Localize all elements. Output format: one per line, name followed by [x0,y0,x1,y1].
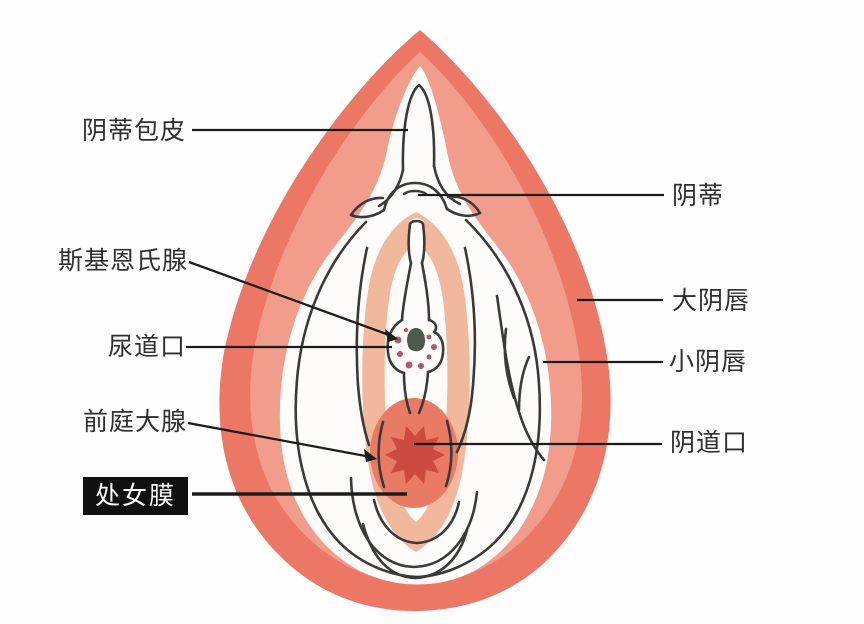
label-urethral-opening: 尿道口 [107,332,186,361]
clitoral-hood-outline [401,83,436,172]
hymen-shape [385,426,445,484]
label-vaginal-opening: 阴道口 [670,428,749,457]
frenulum-right-a [445,207,482,218]
vaginal-rim-arc-left [377,420,386,489]
skene-dot [397,351,403,357]
frenulum-left-b [349,196,385,217]
frenulum-left-a [349,208,386,219]
vestibule-neck-right [417,370,430,415]
leader-arrow-bartholin [364,449,377,462]
vestibule-wall-right [455,246,477,454]
leader-skene-gland [188,260,393,338]
urethral-opening-mark [407,328,425,352]
label-labia-majora: 大阴唇 [672,286,751,315]
label-hymen: 处女膜 [82,477,188,515]
clitoris-glans-notch [402,189,428,196]
urethra-tube-left [407,222,413,265]
skene-dot [405,361,413,369]
urethra-tube-right [420,222,426,265]
urethra-duct-right [420,261,431,322]
label-clitoris: 阴蒂 [672,181,725,210]
label-skene-gland: 斯基恩氏腺 [57,246,188,275]
fourchette-fold-2 [349,476,479,569]
fourchette-fold-3 [361,522,469,580]
label-bartholin-gland: 前庭大腺 [82,407,187,436]
urethra-tube-top [408,219,425,226]
vestibule-wall-left [355,246,371,447]
vulva-interior-region [279,66,552,585]
urethra-channel-fill [408,218,425,264]
vaginal-rim-arc-right [444,419,453,488]
urethral-area-outline-left [386,318,406,375]
vestibule-neck-left [402,371,412,415]
skene-dot [426,334,432,340]
clitoral-hood-right-fold [432,164,462,206]
label-labia-minora: 小阴唇 [669,347,748,376]
right-labium-crease-branch1 [503,327,516,400]
leader-bartholin-gland [187,421,372,459]
labia-minora-outline-left [294,220,419,579]
skene-dot [431,344,437,350]
frenulum-right-b [446,195,482,215]
skene-dot [404,328,408,332]
leader-lines [186,128,664,496]
urethral-area-outline-right [426,318,445,374]
fourchette-fold-1 [372,498,461,545]
leader-arrow-skene [385,329,398,342]
clitoris-glans-outline [382,181,449,212]
urethra-duct-left [400,261,413,322]
right-labium-crease-branch2 [517,355,531,412]
label-clitoral-hood: 阴蒂包皮 [81,116,186,145]
skene-dot [426,354,432,360]
skene-dot [418,363,424,369]
